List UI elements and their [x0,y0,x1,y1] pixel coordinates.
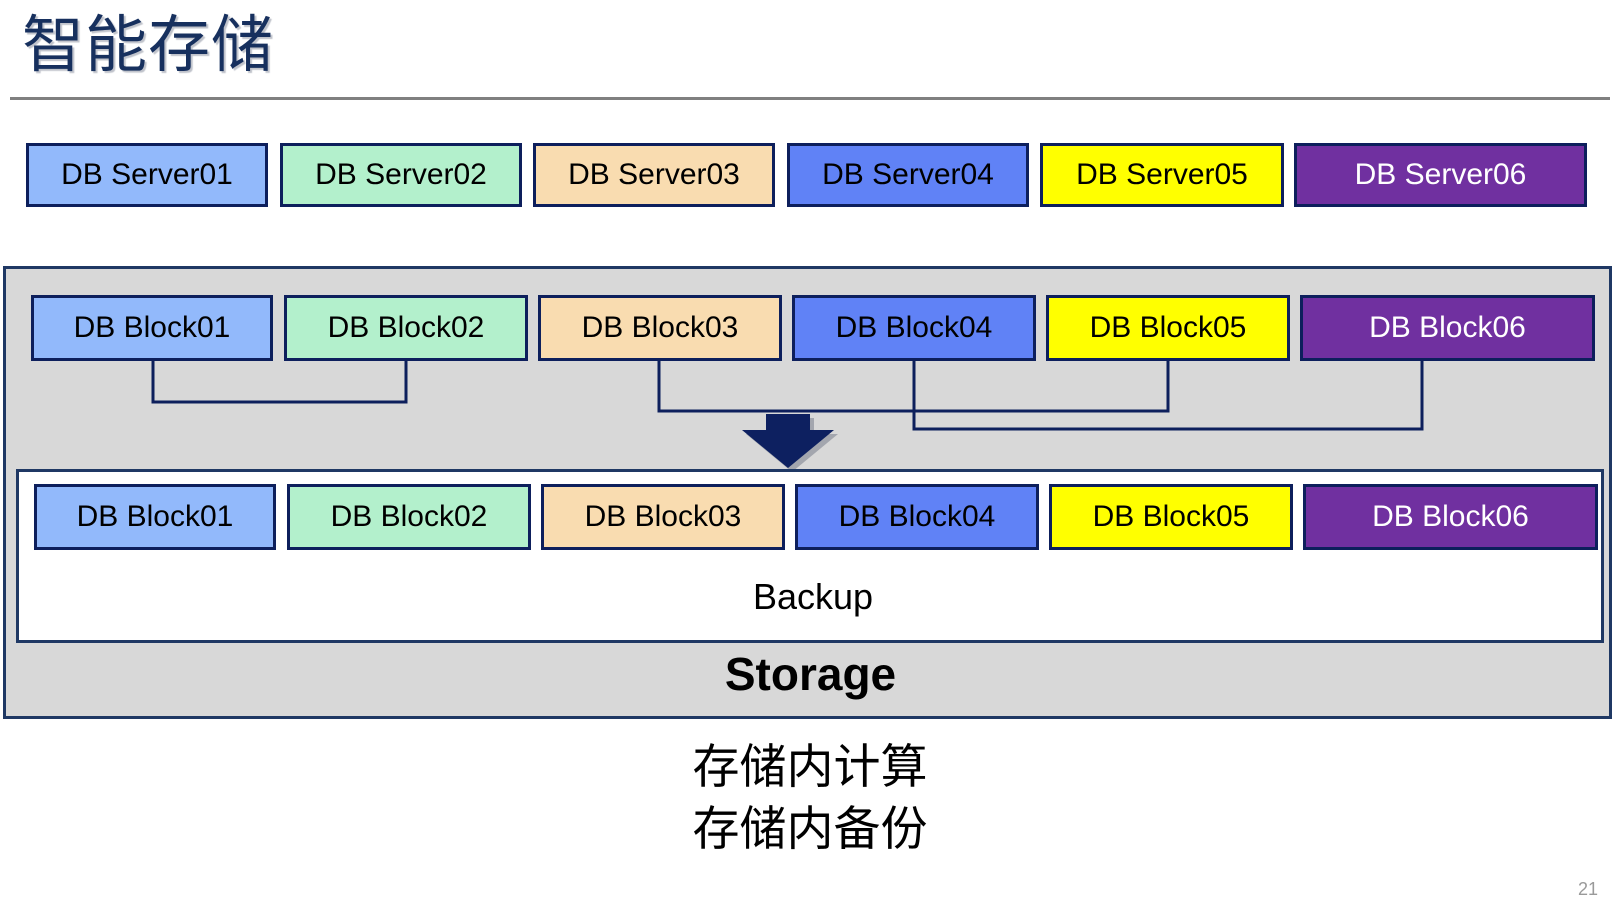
footer-line-2: 存储内备份 [692,802,928,855]
db-block-box-top-6: DB Block06 [1300,295,1595,361]
db-block-box-backup-6: DB Block06 [1303,484,1598,550]
db-block-box-top-4: DB Block04 [792,295,1036,361]
db-server-box-3: DB Server03 [533,143,775,207]
db-block-box-backup-3: DB Block03 [541,484,785,550]
db-block-box-top-label: DB Block05 [1089,311,1247,344]
db-block-box-top-label: DB Block02 [327,311,485,344]
backup-area: Backup DB Block01 DB Block02 DB Block03 DB … [16,469,1604,643]
footer-line-1: 存储内计算 [692,740,928,793]
db-block-box-backup-1: DB Block01 [34,484,276,550]
db-server-box-label: DB Server05 [1076,158,1248,191]
db-block-box-backup-2: DB Block02 [287,484,531,550]
db-server-box-label: DB Server04 [822,158,994,191]
db-block-box-backup-4: DB Block04 [795,484,1039,550]
db-server-box-1: DB Server01 [26,143,268,207]
db-server-box-label: DB Server01 [61,158,233,191]
db-server-box-label: DB Server06 [1354,158,1527,191]
db-block-box-top-5: DB Block05 [1046,295,1290,361]
page-number: 21 [1577,879,1598,899]
down-arrow-shadow [746,418,838,472]
db-block-box-backup-label: DB Block04 [838,500,996,533]
db-block-box-top-label: DB Block03 [581,311,739,344]
connector-block01-to-block02 [151,361,408,404]
db-server-box-label: DB Server02 [315,158,487,191]
db-server-box-6: DB Server06 [1294,143,1587,207]
down-arrow [742,414,834,468]
title-divider [10,97,1610,100]
db-server-box-label: DB Server03 [568,158,740,191]
db-block-box-backup-label: DB Block05 [1092,500,1250,533]
db-block-box-backup-label: DB Block02 [330,500,488,533]
db-block-box-top-3: DB Block03 [538,295,782,361]
db-block-box-backup-label: DB Block01 [76,500,234,533]
backup-label: Backup [752,576,874,617]
page-title: 智能存储 [22,11,275,80]
db-server-box-4: DB Server04 [787,143,1029,207]
db-block-box-top-1: DB Block01 [31,295,273,361]
storage-container: Backup DB Block01 DB Block02 DB Block03 DB … [3,266,1612,719]
db-block-box-top-label: DB Block06 [1369,311,1526,344]
db-block-box-backup-label: DB Block06 [1372,500,1529,533]
db-block-box-top-2: DB Block02 [284,295,528,361]
db-block-box-top-label: DB Block04 [835,311,993,344]
connector-block04-to-block06 [912,361,1424,431]
storage-label: Storage [724,648,897,700]
footer-text: 存储内计算存储内备份 [0,736,1620,860]
db-server-box-5: DB Server05 [1040,143,1284,207]
connector-block03-to-block05 [657,361,1170,413]
db-block-box-backup-label: DB Block03 [584,500,742,533]
db-block-box-backup-5: DB Block05 [1049,484,1293,550]
db-server-box-2: DB Server02 [280,143,522,207]
db-block-box-top-label: DB Block01 [73,311,231,344]
